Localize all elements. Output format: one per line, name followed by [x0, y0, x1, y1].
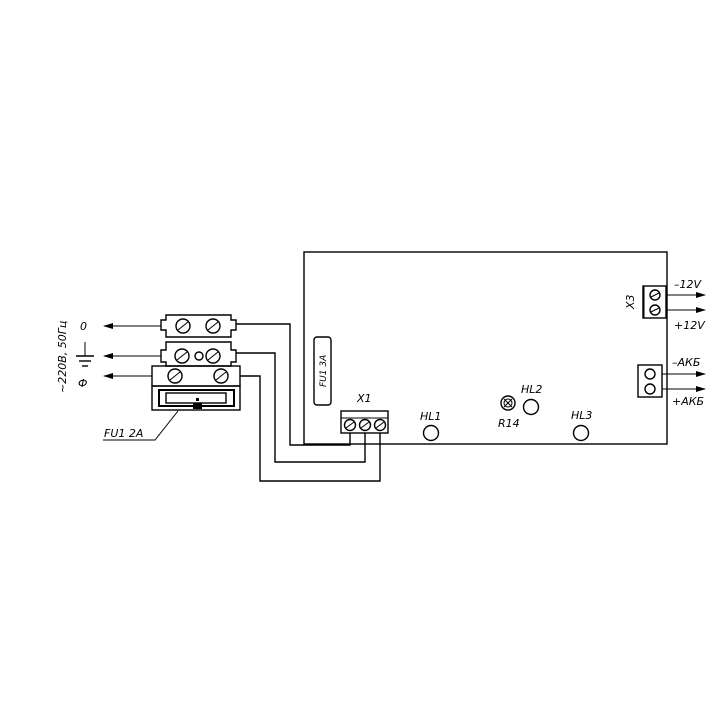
hl3-label: HL3	[571, 409, 592, 422]
x1-label: X1	[356, 392, 372, 405]
fu1-2a-leader	[103, 410, 179, 441]
connector-akb: –АКБ +АКБ	[637, 356, 706, 408]
connector-x1: X1	[340, 392, 389, 434]
trimmer-r14: R14	[498, 395, 520, 430]
led-hl2: HL2	[521, 383, 542, 416]
fu1-2a-label: FU1 2A	[104, 427, 143, 440]
plus-akb-label: +АКБ	[672, 395, 704, 408]
phase-label: Ф	[78, 377, 87, 390]
connector-x3: X3 –12V +12V	[624, 278, 706, 332]
board-fuse: FU1 3A	[313, 336, 332, 406]
wires	[236, 323, 381, 482]
led-hl1: HL1	[420, 410, 441, 442]
ground-icon	[76, 342, 94, 367]
minus-akb-label: –АКБ	[672, 356, 700, 369]
hl2-label: HL2	[521, 383, 542, 396]
terminal-block	[151, 314, 241, 411]
main-board	[303, 251, 668, 445]
x3-label: X3	[624, 294, 637, 310]
hl1-label: HL1	[420, 410, 441, 423]
led-hl3: HL3	[571, 409, 592, 442]
mains-label: ~220В, 50Гц	[56, 321, 69, 393]
board-fuse-label: FU1 3A	[319, 355, 329, 387]
r14-label: R14	[498, 417, 520, 430]
plus12-label: +12V	[674, 319, 706, 332]
mains-leads: 0 Ф ~220В, 50Гц	[56, 320, 161, 393]
zero-label: 0	[80, 320, 87, 333]
minus12-label: –12V	[674, 278, 702, 291]
